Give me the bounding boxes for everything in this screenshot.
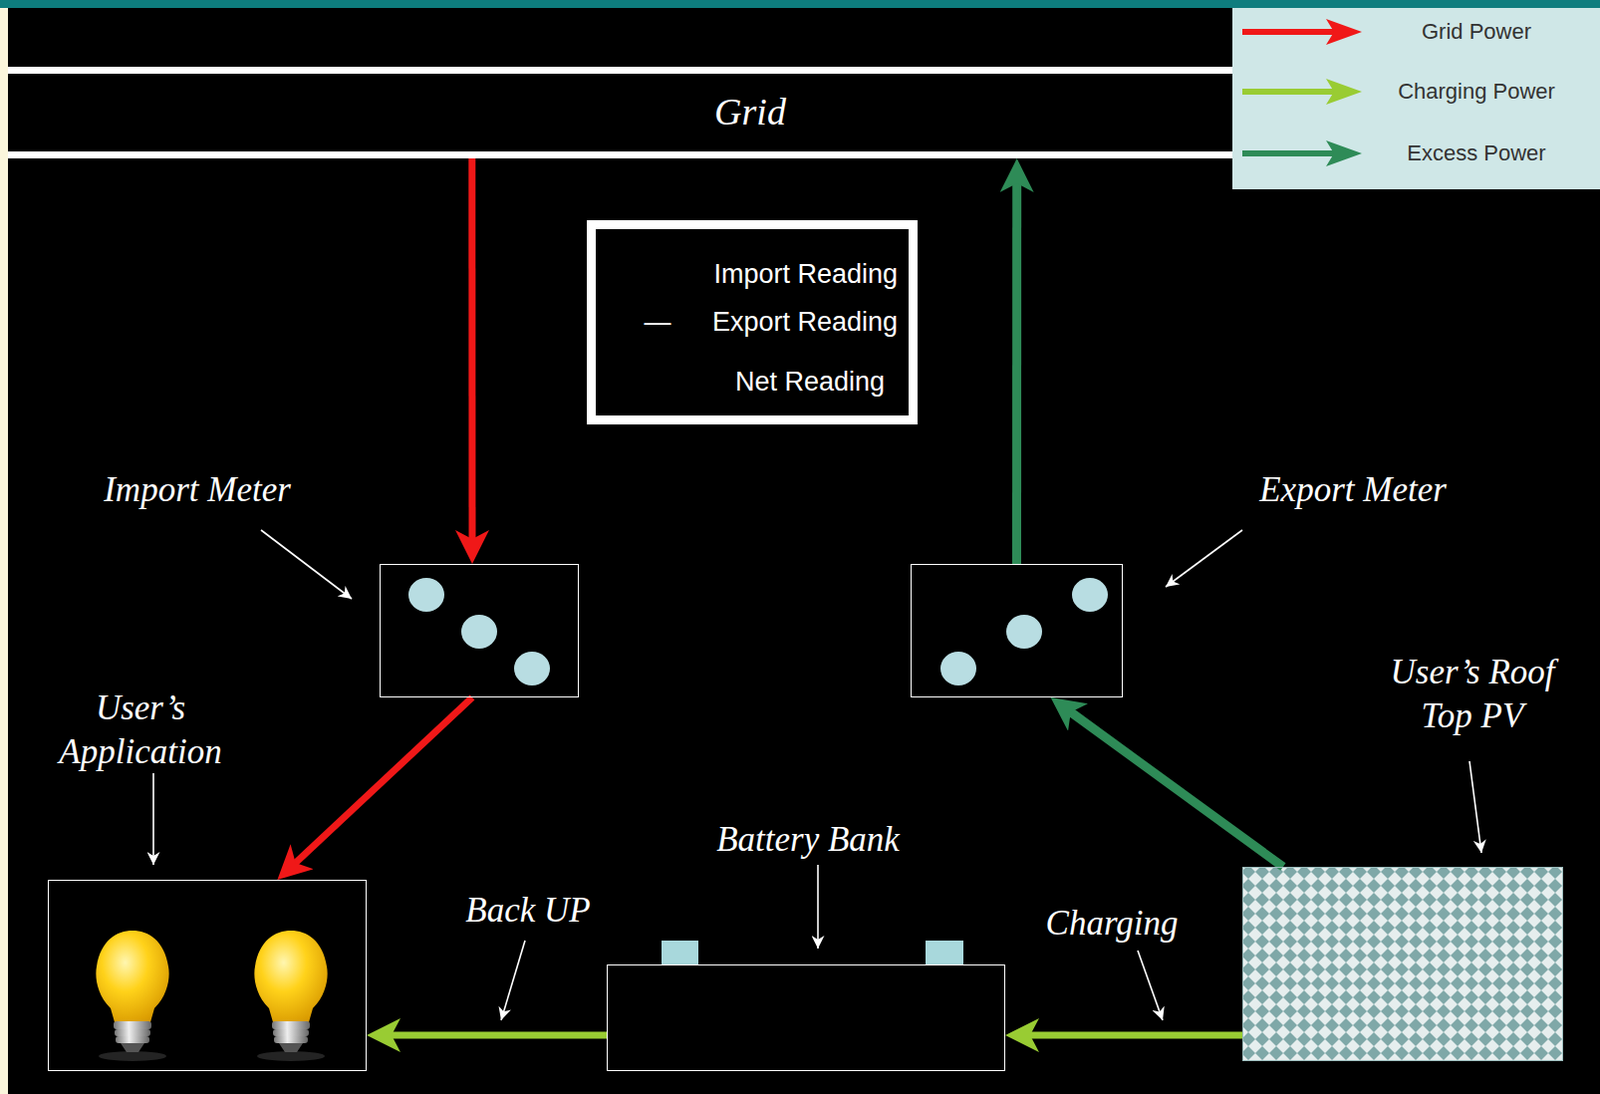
flow-arrow [468, 158, 476, 550]
battery-terminal [661, 940, 699, 965]
battery-bank: Battery Bank [606, 964, 1006, 1071]
pv-panel [1242, 866, 1564, 1062]
legend-row: Excess Power [1232, 133, 1600, 174]
legend-text: Charging Power [1397, 78, 1556, 105]
reading-box: Import Reading — Export ReadingNet Reading [586, 220, 918, 425]
legend-panel: Grid PowerCharging PowerExcess Power [1232, 7, 1600, 190]
flow-label: Back UP [462, 890, 593, 931]
leader-lines [153, 530, 1482, 1021]
legend-arrow [1242, 16, 1364, 47]
flow-arrow [1062, 705, 1284, 867]
flow-arrow [380, 1032, 607, 1040]
import-meter: Import Meter [379, 563, 579, 698]
flow-label: Charging [1043, 903, 1182, 944]
battery-terminal [925, 940, 964, 965]
legend-text: Grid Power [1421, 18, 1532, 45]
flow-arrow [287, 697, 473, 870]
lightbulb [254, 930, 327, 1062]
pv-panel: User’s Roof Top PV [1242, 866, 1564, 1062]
reading-text: — [644, 305, 672, 340]
legend-arrow [1242, 76, 1364, 107]
legend-row: Grid Power [1232, 11, 1600, 52]
legend-row: Charging Power [1232, 71, 1600, 112]
flow-arrow [1012, 172, 1022, 564]
grid-band: Grid [7, 66, 1233, 159]
node-label: Export Meter [1259, 468, 1447, 513]
legend-text: Excess Power [1406, 140, 1546, 167]
node-label: Battery Bank [716, 817, 900, 862]
lightbulb [95, 930, 169, 1062]
node-label: User’s Application [40, 686, 241, 775]
reading-text: Net Reading [735, 365, 885, 400]
meter-dials [408, 577, 1108, 686]
reading-text: Export Reading [712, 305, 898, 340]
node-label: Import Meter [103, 468, 291, 513]
load-box: User’s Application [47, 879, 367, 1071]
node-label: User’s Roof Top PV [1366, 650, 1579, 739]
reading-text: Import Reading [713, 258, 898, 292]
top-bar [0, 0, 1600, 8]
export-meter: Export Meter [910, 563, 1123, 698]
flow-arrow [1019, 1032, 1243, 1040]
node-label: Grid [714, 88, 787, 137]
legend-arrow [1242, 138, 1364, 169]
side-strip [0, 7, 8, 1094]
